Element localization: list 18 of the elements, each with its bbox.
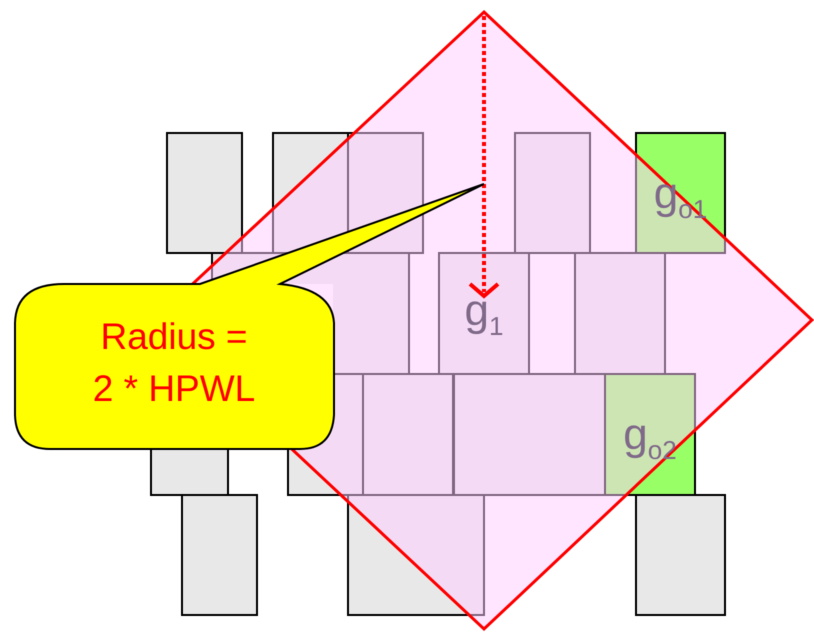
cell-box (166, 132, 243, 254)
cell-box (347, 494, 485, 616)
cell-box (438, 252, 530, 375)
cell-box (333, 252, 410, 375)
cell-box (362, 373, 454, 496)
cell-box (514, 132, 591, 254)
cell-box (150, 449, 229, 496)
cell-label: g$_{o1}$ (654, 172, 708, 222)
cell-box (453, 373, 606, 496)
callout-text: Radius = 2 * HPWL (92, 315, 256, 411)
cell-box (604, 373, 696, 496)
cell-label: g$_{o2}$ (623, 413, 677, 463)
cell-box (272, 132, 349, 254)
cell-box (181, 494, 258, 616)
cell-box (574, 252, 666, 375)
cell-box (635, 132, 726, 254)
cell-box (635, 494, 726, 616)
cell-label: g$_{1}$ (464, 288, 504, 338)
